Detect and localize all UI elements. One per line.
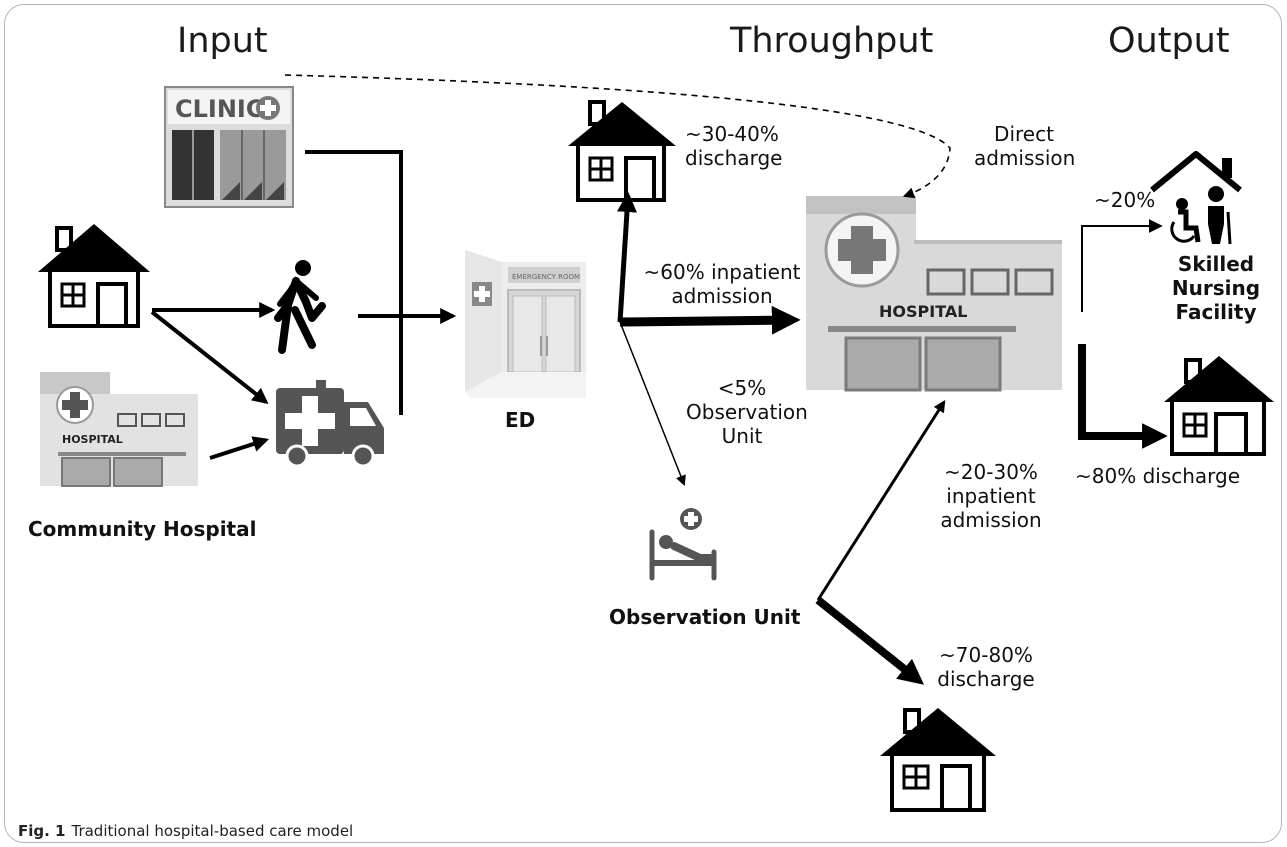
ed-discharge-label: ~30-40%discharge [685,122,783,170]
community-hospital-to-ambulance-arrow [209,436,270,460]
ambulance-icon [276,380,384,468]
svg-text:CLINIC: CLINIC [175,95,263,123]
home-icon [880,708,996,812]
direct-admission-arrow [284,74,951,199]
obs-inpatient-arrow [816,399,946,601]
home-to-ambulance-arrow [150,310,269,404]
flow-arrows [150,74,1168,685]
ed-label: ED [505,408,536,432]
ed-discharge-arrow [617,192,637,323]
community-hospital-icon: HOSPITAL [40,372,198,487]
walking-person-icon [274,260,326,354]
skilled-nursing-facility-icon [1150,151,1242,245]
ed-inpatient-arrow [619,305,801,335]
output-header: Output [1108,21,1230,61]
clinic-connector [305,150,403,415]
home-icon [38,224,150,328]
observation-unit-label: Observation Unit [609,605,801,629]
output-discharge-arrow [1078,344,1168,449]
obs-discharge-label: ~70-80%discharge [937,643,1035,691]
home-icon [1164,356,1274,456]
throughput-header: Throughput [730,21,934,61]
obs-discharge-arrow [815,596,924,685]
caption-fig-number: Fig. 1 [18,822,66,840]
svg-text:HOSPITAL: HOSPITAL [62,433,123,446]
clinic-icon: CLINIC [164,86,294,208]
snf-arrow [1081,219,1163,312]
svg-text:HOSPITAL: HOSPITAL [879,302,967,321]
output-discharge-label: ~80% discharge [1075,464,1241,488]
snf-percent-label: ~20% [1094,188,1156,212]
svg-text:EMERGENCY ROOM: EMERGENCY ROOM [512,273,580,281]
community-hospital-label: Community Hospital [28,517,257,541]
figure-caption: Fig. 1 Traditional hospital-based care mo… [18,822,353,840]
input-header: Input [177,21,268,61]
hospital-icon: HOSPITAL [806,196,1062,392]
emergency-room-icon: EMERGENCY ROOM [465,250,586,398]
ed-observation-arrow [619,321,686,486]
observation-bed-icon [649,508,717,581]
figure-frame [4,4,1282,843]
home-icon [568,100,676,202]
caption-text: Traditional hospital-based care model [71,822,354,840]
